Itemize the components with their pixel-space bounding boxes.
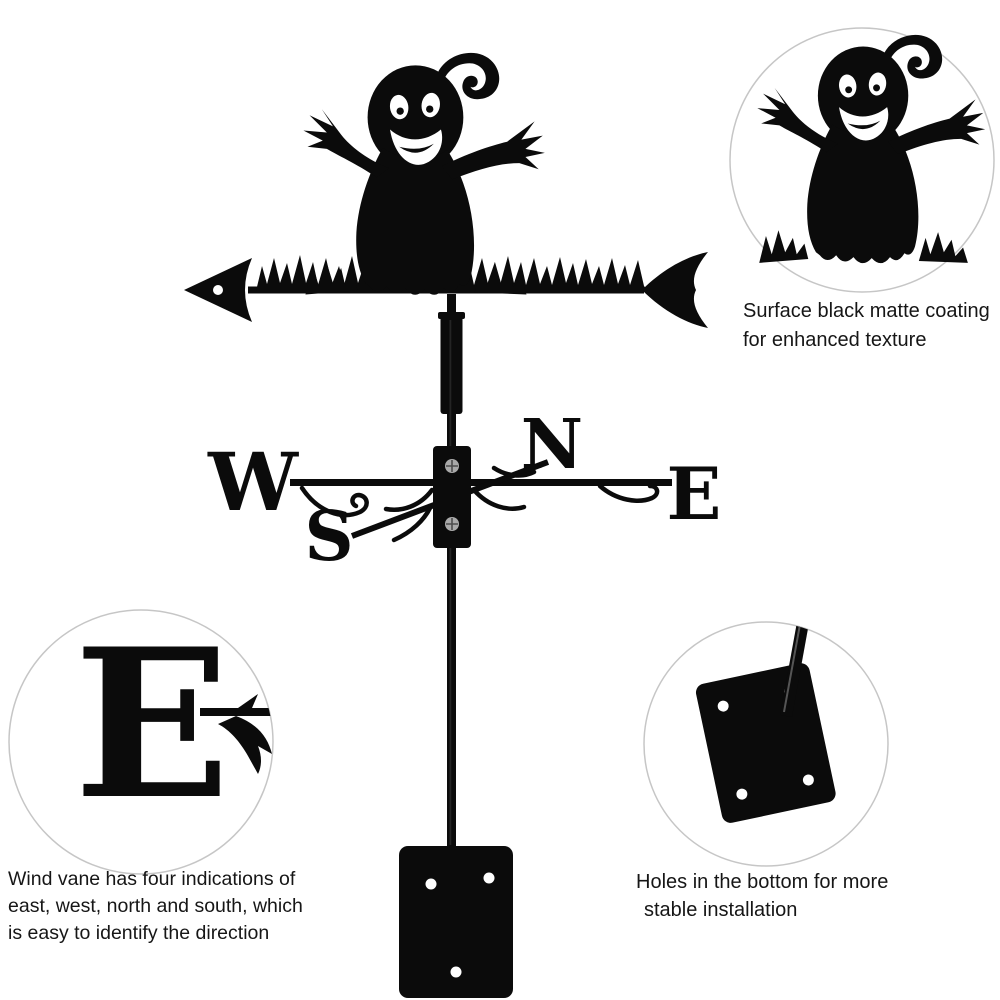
plate-hole — [717, 700, 729, 712]
plate-hole — [450, 966, 462, 978]
ghost-ornament — [303, 52, 545, 295]
callout-holes-line2: stable installation — [644, 899, 798, 921]
callout-holes: Holes in the bottom for more stable inst… — [636, 868, 888, 924]
scrollwork — [299, 485, 369, 518]
letter-east-detail: E — [74, 605, 230, 845]
weathervane: W E N S — [184, 52, 721, 998]
letter-north: N — [521, 405, 583, 485]
arrow-tail — [642, 252, 708, 328]
mounting-plate — [399, 846, 513, 998]
plate-hole — [483, 872, 495, 884]
scrollwork — [383, 487, 435, 512]
arrow-head-hole — [213, 285, 223, 295]
scrollwork — [391, 505, 433, 543]
callout-coating-line2: for enhanced texture — [743, 329, 927, 351]
scrollwork — [597, 483, 660, 503]
direction-indicator: W E N S — [207, 405, 721, 577]
callout-directions: Wind vane has four indications of east, … — [8, 866, 303, 947]
letter-south: S — [304, 497, 353, 577]
letter-west: W — [207, 435, 299, 529]
callout-directions-line3: is easy to identify the direction — [8, 922, 270, 944]
scrollwork — [471, 487, 527, 511]
vane-rod — [438, 294, 465, 850]
plate-detail — [695, 622, 836, 823]
scrollwork — [238, 694, 258, 708]
callout-holes-line1: Holes in the bottom for more — [636, 871, 889, 893]
plate-hole — [802, 774, 814, 786]
zoom-circle — [8, 609, 274, 875]
hub-block — [433, 446, 471, 548]
plate-hole — [425, 878, 437, 890]
callout-coating-line1: Surface black matte coating — [743, 300, 990, 322]
west-east-bar — [290, 479, 672, 486]
detail-circle-coating — [729, 27, 995, 293]
letter-east: E — [667, 451, 722, 536]
detail-circle-plate — [643, 621, 889, 867]
plate-hole — [736, 788, 748, 800]
scrollwork — [491, 465, 537, 478]
detail-circle-direction: E — [8, 605, 274, 875]
scrollwork — [218, 716, 272, 774]
direction-letter-detail: E — [74, 605, 273, 845]
callout-directions-line1: Wind vane has four indications of — [8, 868, 296, 890]
callout-directions-line2: east, west, north and south, which — [8, 895, 303, 917]
callout-coating: Surface black matte coating for enhanced… — [743, 297, 990, 355]
